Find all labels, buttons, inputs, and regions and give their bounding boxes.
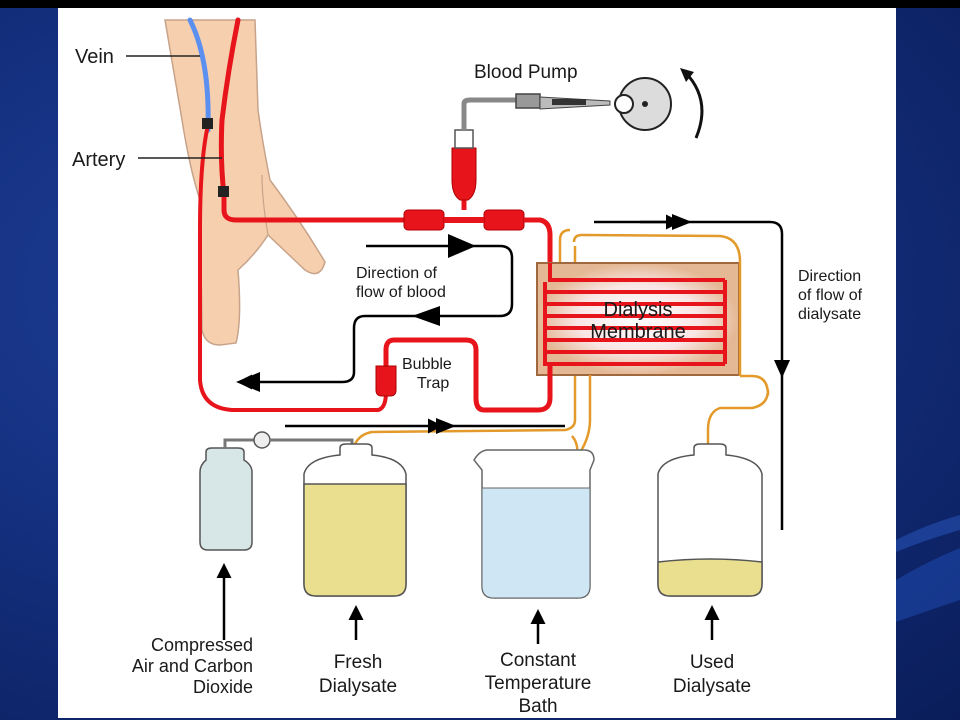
direction-blood-label-line1: Direction of [356, 265, 437, 282]
fresh-dialysate-label-line2: Dialysate [319, 676, 397, 697]
constant-temp-label-line3: Bath [518, 696, 557, 717]
fresh-dialysate-label-line1: Fresh [334, 652, 383, 673]
blood-pump [515, 77, 672, 131]
tube-connectors [403, 209, 553, 262]
pump-chamber [451, 147, 477, 201]
vein-label: Vein [75, 46, 114, 68]
direction-dialysate-label-line2: of flow of [798, 287, 863, 304]
direction-dialysate-label-line3: dialysate [798, 306, 861, 323]
membrane-to-trap-line [383, 337, 553, 413]
constant-temp-label-line1: Constant [500, 650, 577, 671]
blood-return-line [198, 124, 388, 412]
pump-rotation-arrow [683, 70, 704, 139]
dialysis-membrane-label-line2: Membrane [590, 321, 686, 343]
slide-top-bar [0, 0, 960, 8]
fresh-dialysate-jar [303, 443, 407, 597]
compressed-air-label-line3: Dioxide [193, 677, 253, 697]
dialysis-diagram-panel: Vein Artery Blood Pump Direction of flow… [58, 8, 896, 718]
constant-temp-label-line2: Temperature [485, 673, 592, 694]
compressed-air-label-line1: Compressed [151, 635, 253, 655]
arm-illustration [164, 19, 326, 346]
blood-out-line [221, 195, 408, 223]
used-dialysate-label-line1: Used [690, 652, 734, 673]
bubble-trap-label-line1: Bubble [402, 356, 452, 373]
artery-label: Artery [72, 149, 125, 171]
artery-vessel [218, 17, 241, 198]
vein-vessel [187, 17, 211, 133]
bubble-trap-label-line2: Trap [417, 375, 449, 392]
dialysis-diagram: Vein Artery Blood Pump Direction of flow… [72, 17, 863, 717]
dialysis-membrane-label-line1: Dialysis [604, 299, 673, 321]
dialysis-membrane [536, 262, 740, 376]
bubble-trap [375, 365, 397, 397]
direction-blood-label-line2: flow of blood [356, 284, 446, 301]
vein-needle-clip [202, 118, 213, 129]
used-dialysate-label-line2: Dialysate [673, 676, 751, 697]
compressed-air-label-line2: Air and Carbon [132, 656, 253, 676]
constant-temperature-bath [473, 449, 595, 599]
direction-dialysate-label-line1: Direction [798, 268, 861, 285]
artery-needle-clip [218, 186, 229, 197]
used-dialysate-jar [657, 443, 763, 597]
blood-pump-label: Blood Pump [474, 62, 578, 83]
